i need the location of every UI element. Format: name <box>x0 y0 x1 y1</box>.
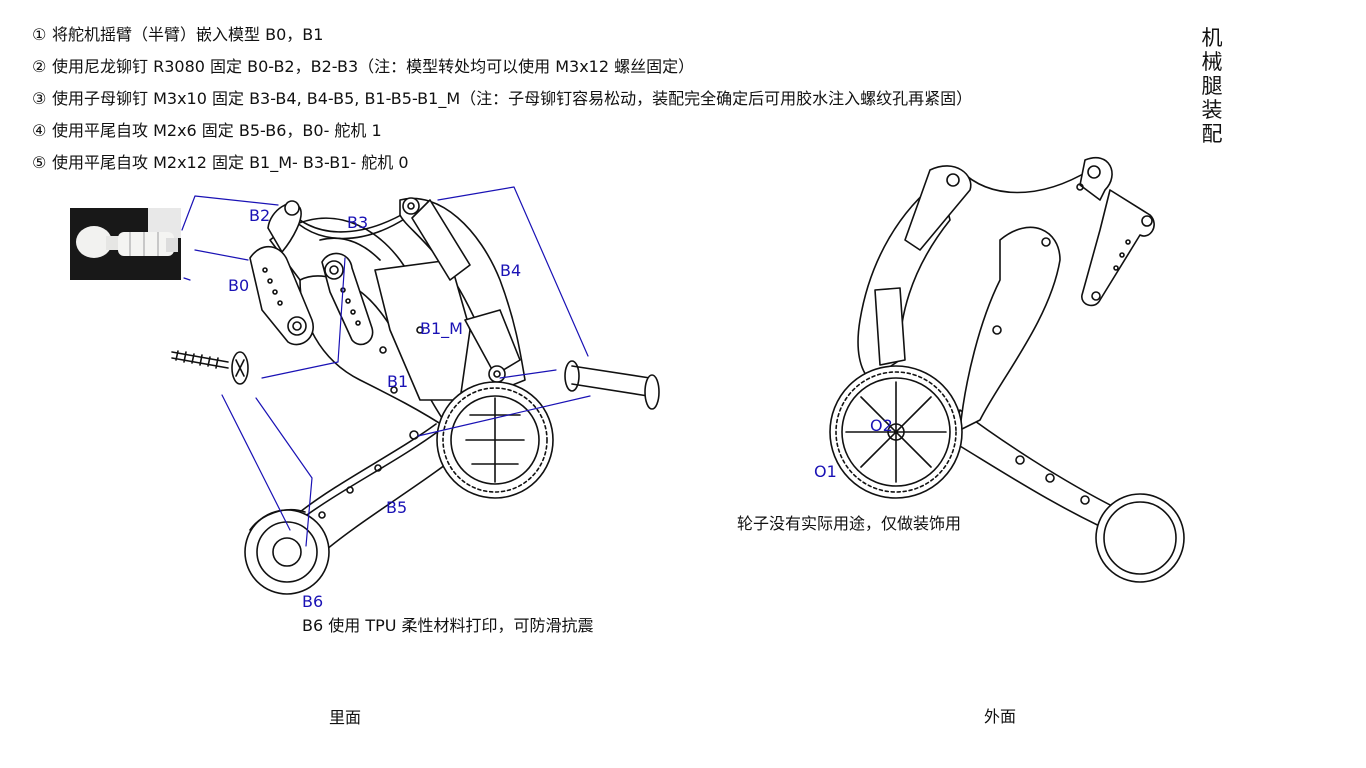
caption-outer-view: 外面 <box>984 707 1017 726</box>
step-text: 使用平尾自攻 M2x12 固定 B1_M- B3-B1- 舵机 0 <box>52 153 409 172</box>
note-b6: B6 使用 TPU 柔性材料打印，可防滑抗震 <box>302 616 594 635</box>
step-item: ⑤ 使用平尾自攻 M2x12 固定 B1_M- B3-B1- 舵机 0 <box>32 152 972 184</box>
note-wheel: 轮子没有实际用途，仅做装饰用 <box>737 514 962 533</box>
assembly-steps: ① 将舵机摇臂（半臂）嵌入模型 B0，B1 ② 使用尼龙铆钉 R3080 固定 B0… <box>32 24 972 184</box>
step-item: ③ 使用子母铆钉 M3x10 固定 B3-B4, B4-B5, B1-B5-B1_… <box>32 88 972 120</box>
inner-view-drawing <box>171 197 660 595</box>
outer-view-drawing <box>829 157 1185 583</box>
step-number: ⑤ <box>32 153 47 172</box>
step-text: 使用子母铆钉 M3x10 固定 B3-B4, B4-B5, B1-B5-B1_M… <box>52 89 973 108</box>
label-b0: B0 <box>228 276 250 295</box>
label-b6: B6 <box>302 592 324 611</box>
step-number: ④ <box>32 121 47 140</box>
step-number: ① <box>32 25 47 44</box>
step-text: 将舵机摇臂（半臂）嵌入模型 B0，B1 <box>52 25 324 44</box>
rivet-pin-icon <box>564 360 660 410</box>
step-number: ② <box>32 57 47 76</box>
label-b1: B1 <box>387 372 409 391</box>
label-b1m: B1_M <box>420 319 463 338</box>
caption-inner-view: 里面 <box>329 708 362 727</box>
label-b3: B3 <box>347 213 369 232</box>
step-item: ④ 使用平尾自攻 M2x6 固定 B5-B6，B0- 舵机 1 <box>32 120 972 152</box>
label-o1: O1 <box>814 462 837 481</box>
label-b5: B5 <box>386 498 408 517</box>
rivet-icon <box>76 208 181 258</box>
step-text: 使用尼龙铆钉 R3080 固定 B0-B2，B2-B3（注：模型转处均可以使用 … <box>52 57 695 76</box>
label-o2: O2 <box>870 416 893 435</box>
label-b4: B4 <box>500 261 522 280</box>
screw-icon <box>171 350 249 385</box>
step-number: ③ <box>32 89 47 108</box>
label-b2: B2 <box>249 206 271 225</box>
leader-lines <box>181 186 591 547</box>
page-title: 机械腿装配 <box>1201 26 1223 146</box>
step-item: ② 使用尼龙铆钉 R3080 固定 B0-B2，B2-B3（注：模型转处均可以使用… <box>32 56 972 88</box>
nylon-rivet-photo <box>70 208 181 280</box>
step-text: 使用平尾自攻 M2x6 固定 B5-B6，B0- 舵机 1 <box>52 121 382 140</box>
step-item: ① 将舵机摇臂（半臂）嵌入模型 B0，B1 <box>32 24 972 56</box>
